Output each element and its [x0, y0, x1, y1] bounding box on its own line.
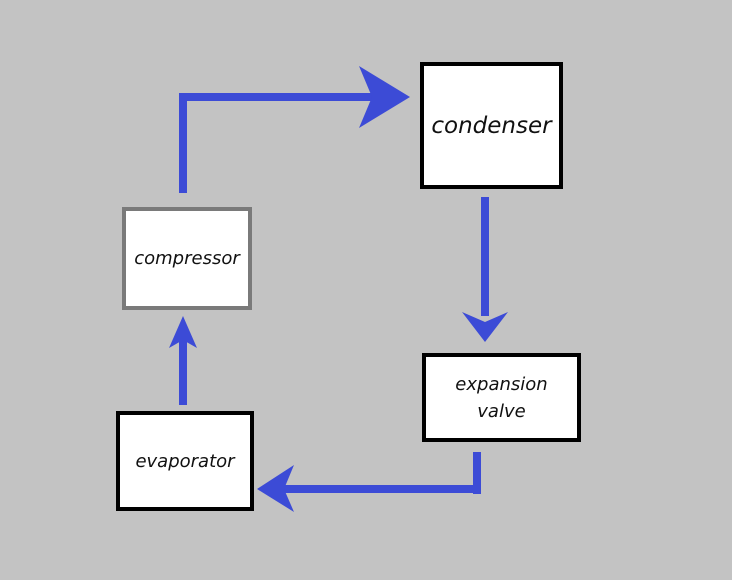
- compressor-label: compressor: [134, 248, 240, 269]
- evaporator-label: evaporator: [135, 450, 235, 472]
- arrow-compressor-to-condenser: [179, 66, 410, 193]
- arrow-expansion-valve-to-evaporator: [257, 452, 481, 512]
- expansion-valve-label-line1: expansion: [455, 373, 548, 395]
- compressor-box: compressor: [122, 207, 252, 310]
- expansion-valve-box: expansion valve: [422, 353, 581, 442]
- expansion-valve-label: expansion valve: [451, 371, 551, 425]
- arrow-evaporator-to-compressor: [169, 316, 197, 405]
- condenser-label: condenser: [431, 112, 552, 139]
- evaporator-box: evaporator: [116, 411, 254, 511]
- expansion-valve-label-line2: valve: [477, 400, 526, 422]
- condenser-box: condenser: [420, 62, 563, 189]
- arrow-condenser-to-expansion-valve: [462, 197, 508, 342]
